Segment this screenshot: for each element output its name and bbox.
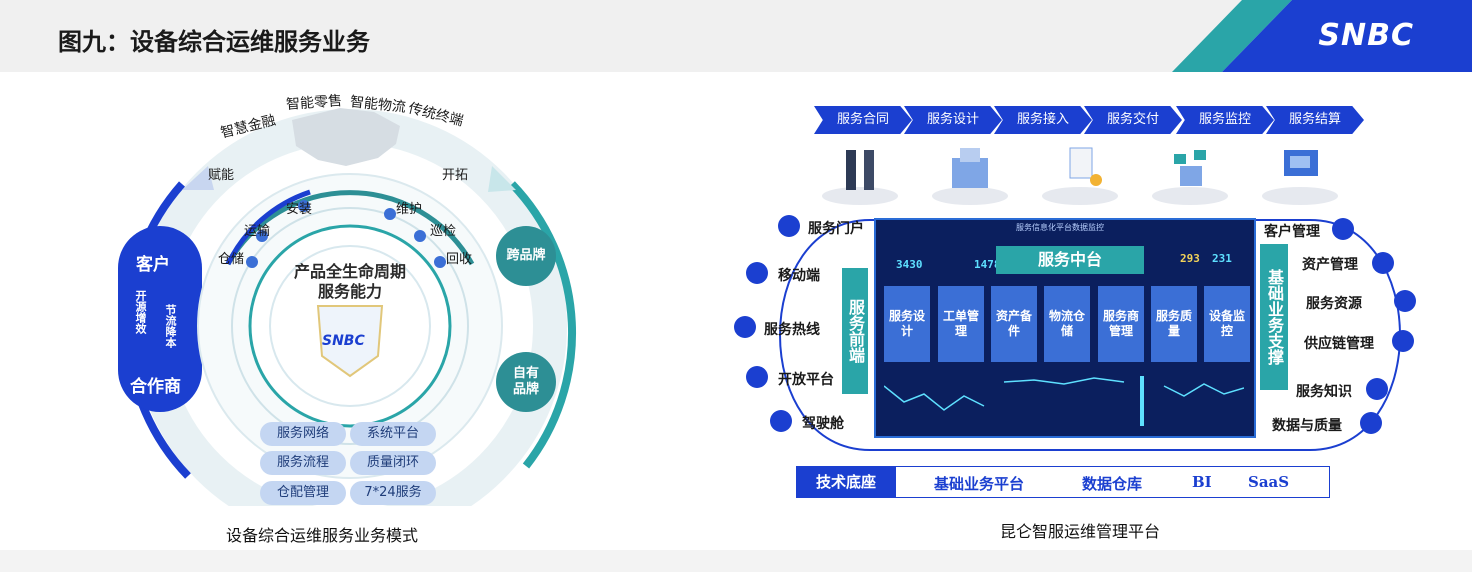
node-open-platform: 开放平台	[778, 372, 834, 388]
module-provider-mgmt: 服务商管理	[1098, 286, 1144, 362]
header-decoration	[1172, 0, 1472, 72]
empower-label: 赋能	[208, 168, 235, 183]
front-end-bar: 服务前端	[842, 268, 868, 394]
core-line-2: 服务能力	[317, 282, 382, 301]
brand-logo: SNBC	[1318, 18, 1414, 53]
dashboard-mini-charts	[884, 376, 1244, 426]
node-dot-resource	[1394, 290, 1416, 312]
node-dot-data-quality	[1360, 412, 1382, 434]
open-source-label: 开源增效	[134, 290, 147, 334]
stage-recycle-label: 回收	[446, 252, 473, 267]
step-monitor: 服务监控	[1176, 106, 1274, 134]
stage-dot-install	[298, 200, 310, 212]
stage-dot-transport	[256, 230, 268, 242]
node-dot-mobile	[746, 262, 768, 284]
stage-dot-recycle	[434, 256, 446, 268]
cost-save-label: 节流降本	[164, 304, 177, 348]
node-dot-hotline	[734, 316, 756, 338]
left-caption: 设备综合运维服务业务模式	[226, 526, 419, 545]
step-settlement: 服务结算	[1266, 106, 1364, 134]
module-service-quality: 服务质量	[1151, 286, 1197, 362]
node-resource: 服务资源	[1306, 296, 1362, 312]
node-dot-asset	[1372, 252, 1394, 274]
back-support-bar: 基础业务支撑	[1260, 244, 1288, 390]
pill-warehouse-mgmt: 仓配管理	[260, 481, 346, 505]
customer-label: 客户	[136, 255, 170, 275]
stage-storage-label: 仓储	[218, 252, 245, 267]
header-bar: 图九：设备综合运维服务业务 SNBC	[0, 0, 1472, 72]
pill-system-platform: 系统平台	[350, 422, 436, 446]
node-dot-portal	[778, 215, 800, 237]
stage-dot-maintain	[384, 208, 396, 220]
stage-dot-inspect	[414, 230, 426, 242]
tech-item-business-platform: 基础业务平台	[934, 475, 1025, 493]
module-work-order: 工单管理	[938, 286, 984, 362]
stage-maintain-label: 维护	[396, 202, 423, 217]
panel-small-title: 服务信息化平台数据监控	[1016, 223, 1104, 232]
service-model-diagram	[118, 108, 577, 506]
step-contract: 服务合同	[814, 106, 912, 134]
pedestal-delivery-icon	[1152, 150, 1228, 205]
module-service-design: 服务设计	[884, 286, 930, 362]
panel-number-1: 3430	[896, 258, 923, 271]
middle-platform-title: 服务中台	[996, 246, 1144, 274]
pill-24-7-service: 7*24服务	[350, 481, 436, 505]
pedestal-access-icon	[1042, 147, 1118, 205]
node-dot-cockpit	[770, 410, 792, 432]
pedestal-contract-icon	[822, 150, 898, 205]
expand-label: 开拓	[442, 168, 469, 183]
core-logo: SNBC	[322, 333, 365, 349]
step-delivery: 服务交付	[1084, 106, 1182, 134]
core-capability-title: 产品全生命周期 服务能力	[270, 262, 430, 302]
node-dot-open-platform	[746, 366, 768, 388]
node-dot-supply-chain	[1392, 330, 1414, 352]
module-device-monitor: 设备监控	[1204, 286, 1250, 362]
module-asset-spares: 资产备件	[991, 286, 1037, 362]
panel-number-3: 293	[1180, 252, 1200, 265]
pedestal-monitor-icon	[1262, 150, 1338, 205]
pill-service-process: 服务流程	[260, 451, 346, 475]
node-hotline: 服务热线	[764, 322, 820, 338]
panel-number-4: 231	[1212, 252, 1232, 265]
right-caption: 昆仑智服运维管理平台	[1000, 522, 1161, 541]
core-line-1: 产品全生命周期	[293, 262, 406, 281]
node-dot-customer	[1332, 218, 1354, 240]
page-title: 图九：设备综合运维服务业务	[58, 27, 370, 56]
tech-item-bi: BI	[1192, 473, 1212, 491]
step-design: 服务设计	[904, 106, 1002, 134]
own-brand-circle: 自有品牌	[496, 352, 556, 412]
pill-service-network: 服务网络	[260, 422, 346, 446]
module-logistics: 物流仓储	[1044, 286, 1090, 362]
tech-item-saas: SaaS	[1248, 473, 1290, 491]
node-knowledge: 服务知识	[1296, 384, 1352, 400]
cross-brand-circle: 跨品牌	[496, 226, 556, 286]
node-dot-knowledge	[1366, 378, 1388, 400]
stage-dot-storage	[246, 256, 258, 268]
node-mobile: 移动端	[778, 268, 820, 284]
node-cockpit: 驾驶舱	[802, 416, 844, 432]
stage-transport-label: 运输	[244, 224, 271, 239]
node-supply-chain: 供应链管理	[1304, 336, 1374, 352]
pill-quality-loop: 质量闭环	[350, 451, 436, 475]
node-data-quality: 数据与质量	[1272, 418, 1342, 434]
node-customer: 客户管理	[1264, 224, 1320, 240]
partner-label: 合作商	[130, 377, 181, 397]
step-access: 服务接入	[994, 106, 1092, 134]
top-label-retail: 智能零售	[285, 93, 343, 113]
tech-item-data-warehouse: 数据仓库	[1082, 475, 1143, 493]
stage-install-label: 安装	[286, 202, 313, 217]
panel-number-2: 1478	[974, 258, 1001, 271]
stage-inspect-label: 巡检	[430, 224, 457, 239]
node-portal: 服务门户	[808, 221, 864, 237]
node-asset: 资产管理	[1302, 257, 1358, 273]
tech-base-head: 技术底座	[796, 466, 896, 498]
footer-bar	[0, 550, 1472, 572]
pedestal-design-icon	[932, 148, 1008, 205]
